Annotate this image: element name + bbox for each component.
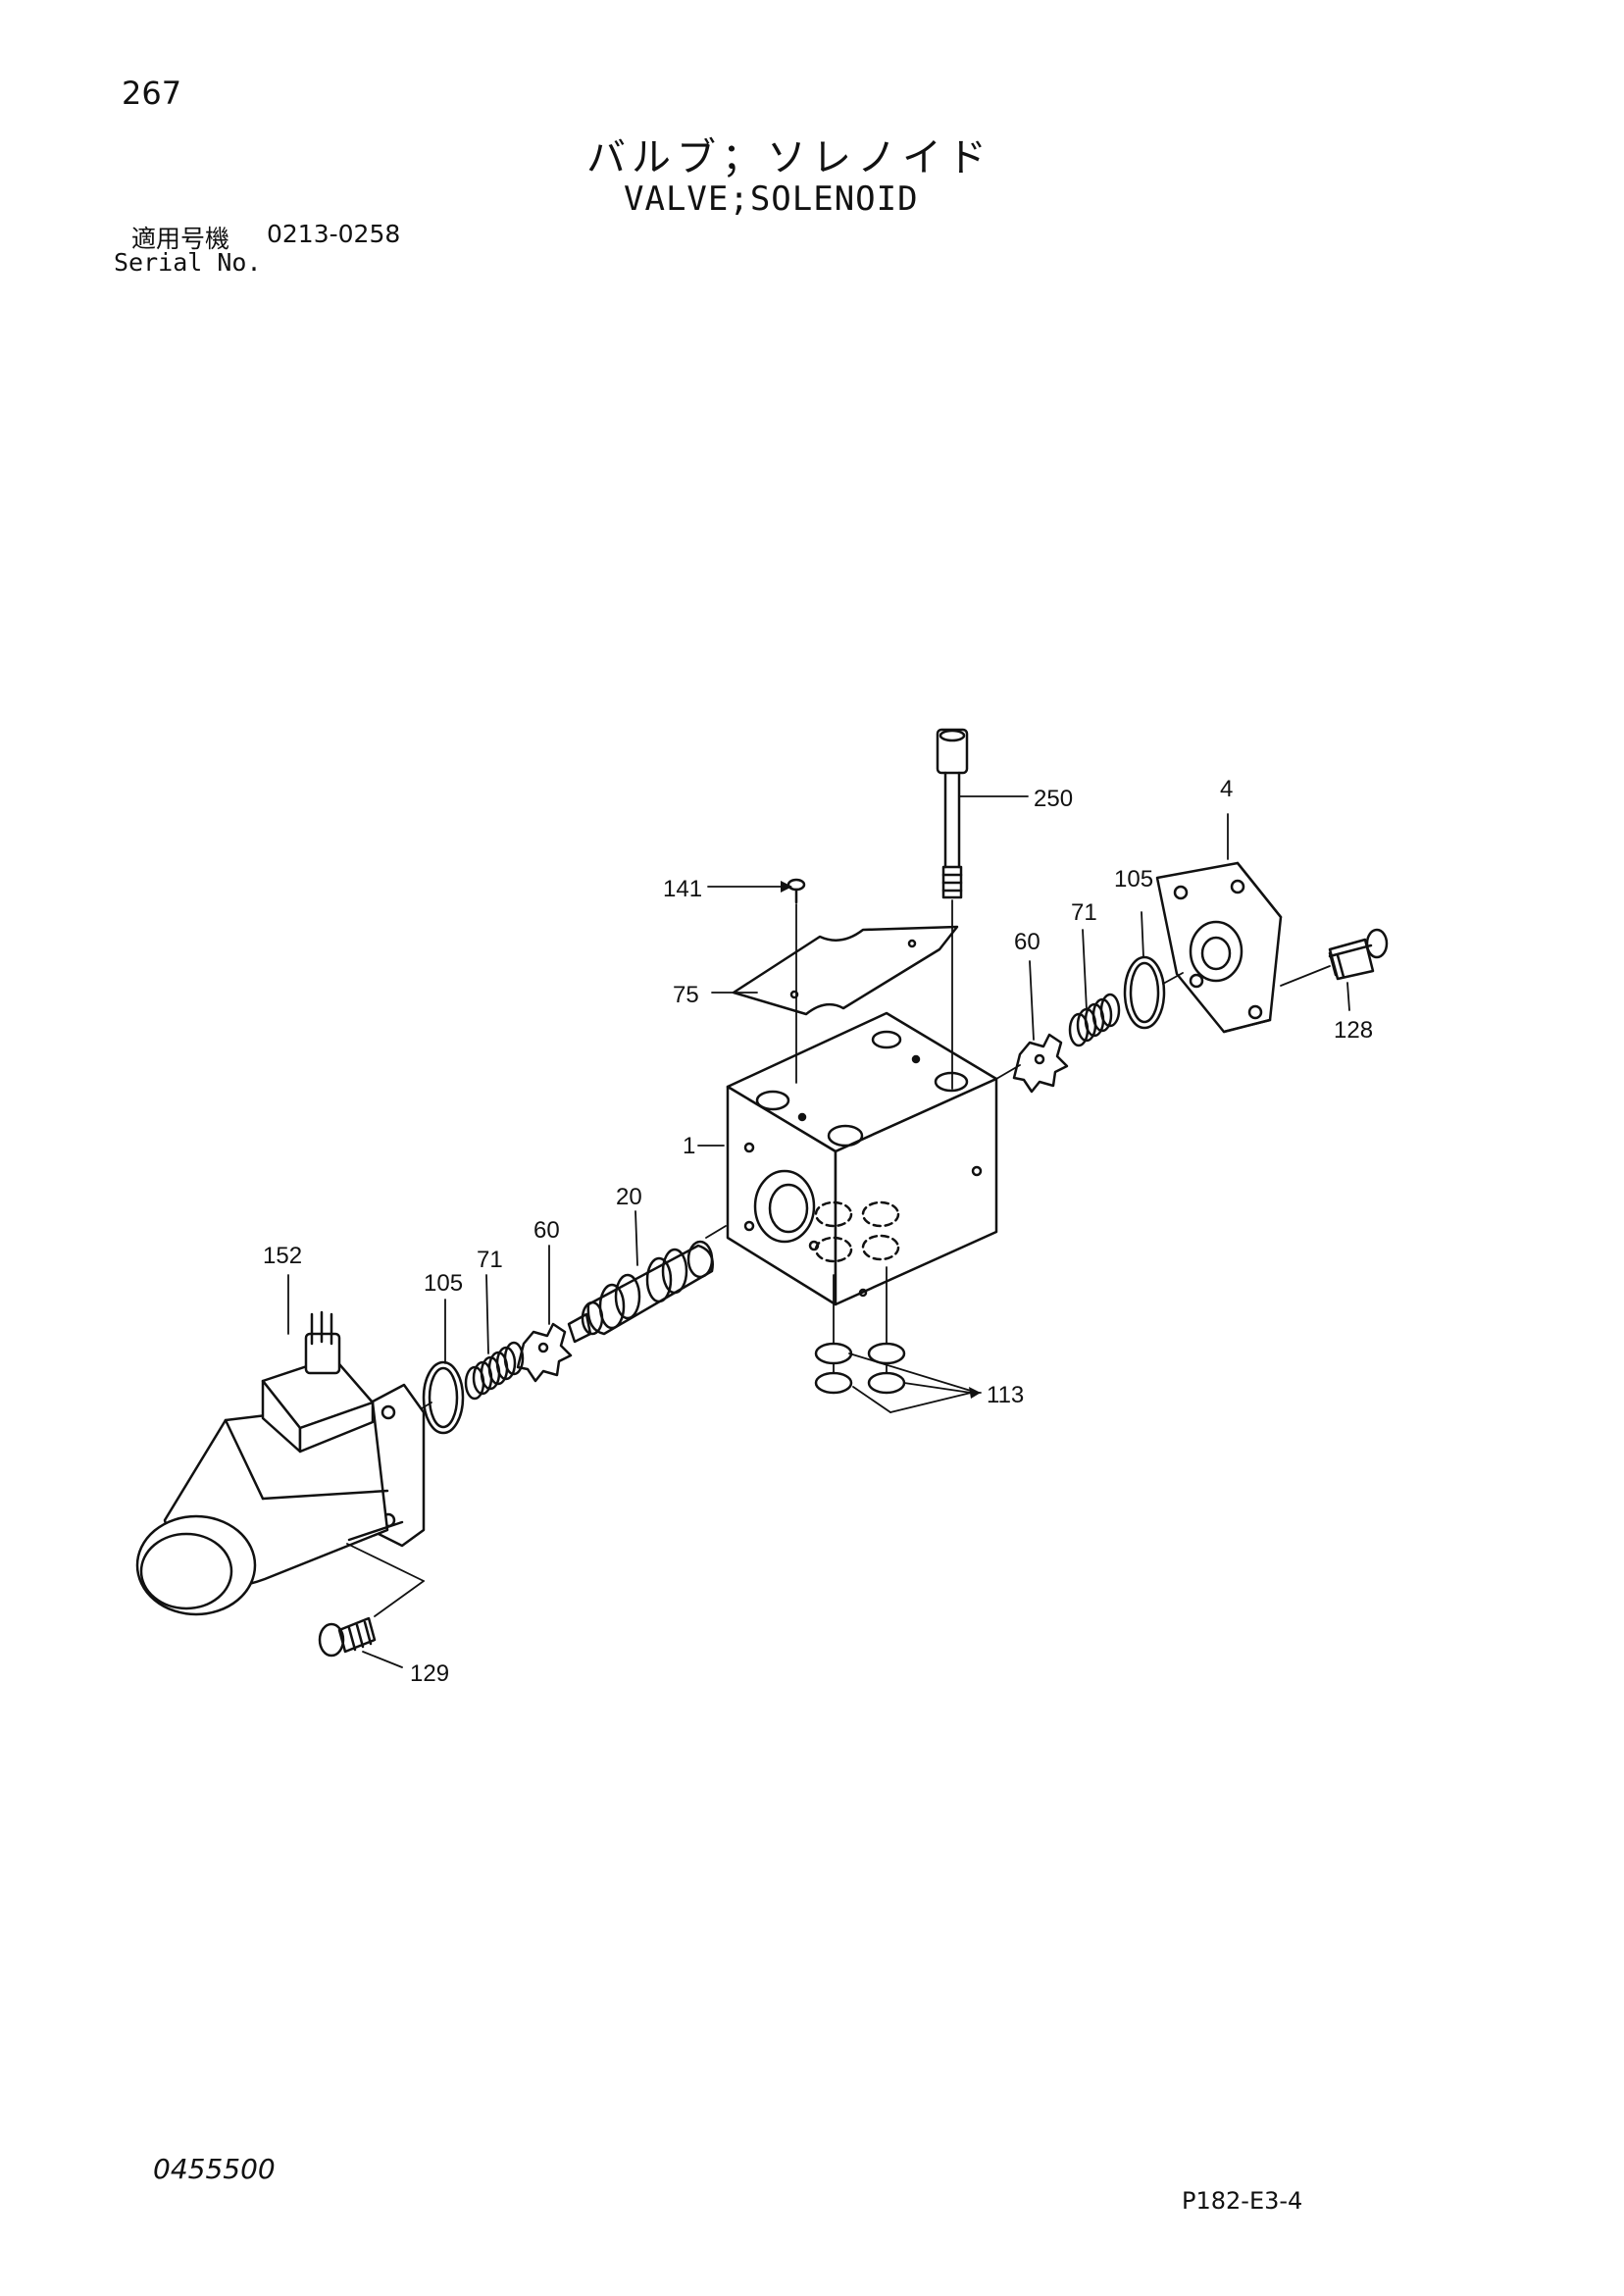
- part-label-129: 129: [410, 1660, 449, 1687]
- part-label-141: 141: [663, 876, 702, 902]
- spring-left: [464, 1341, 525, 1401]
- leader-arrowheads: [781, 881, 981, 1399]
- serial-label-japanese: 適用号機: [131, 225, 230, 253]
- part-label-105-right: 105: [1114, 866, 1153, 893]
- o-ring-left-inner: [428, 1366, 459, 1429]
- part-label-128: 128: [1334, 1017, 1373, 1044]
- spool: [567, 1240, 714, 1344]
- leader-lines: [287, 795, 1350, 1668]
- part-label-250: 250: [1034, 786, 1073, 812]
- part-label-60-left: 60: [533, 1217, 560, 1244]
- cover-plate: [732, 925, 959, 1016]
- end-cover: [1155, 861, 1283, 1034]
- screw-129: [318, 1616, 377, 1658]
- o-ring-right-inner: [1129, 961, 1160, 1024]
- page-number: 267: [122, 75, 182, 112]
- page-code: P182-E3-4: [1182, 2187, 1303, 2215]
- screw-141: [787, 878, 806, 904]
- part-label-75: 75: [673, 982, 699, 1008]
- solenoid-coil: [135, 1310, 426, 1616]
- o-ring-right: [1123, 955, 1166, 1030]
- bolt-250: [936, 728, 969, 899]
- serial-label-english: Serial No.: [114, 248, 262, 277]
- serial-range: 0213-0258: [267, 220, 401, 248]
- spring-right: [1068, 993, 1121, 1047]
- part-label-20: 20: [616, 1184, 642, 1210]
- screw-128: [1328, 928, 1389, 981]
- part-label-113: 113: [987, 1382, 1024, 1408]
- retainer-left: [516, 1322, 573, 1383]
- screw-129-guide: [346, 1543, 425, 1617]
- part-label-1: 1: [683, 1133, 695, 1159]
- retainer-right: [1012, 1033, 1069, 1094]
- o-ring-left: [422, 1360, 465, 1435]
- part-label-152: 152: [263, 1243, 302, 1269]
- part-label-4: 4: [1220, 776, 1233, 802]
- part-label-105-left: 105: [424, 1270, 463, 1297]
- part-label-71-right: 71: [1071, 899, 1097, 926]
- valve-body: [726, 1011, 998, 1306]
- part-label-60-right: 60: [1014, 929, 1040, 955]
- title-english: VALVE;SOLENOID: [624, 179, 919, 219]
- title-japanese: バルブ；ソレノイド: [586, 135, 992, 180]
- part-label-71-left: 71: [477, 1247, 503, 1273]
- document-number: 0455500: [153, 2153, 276, 2185]
